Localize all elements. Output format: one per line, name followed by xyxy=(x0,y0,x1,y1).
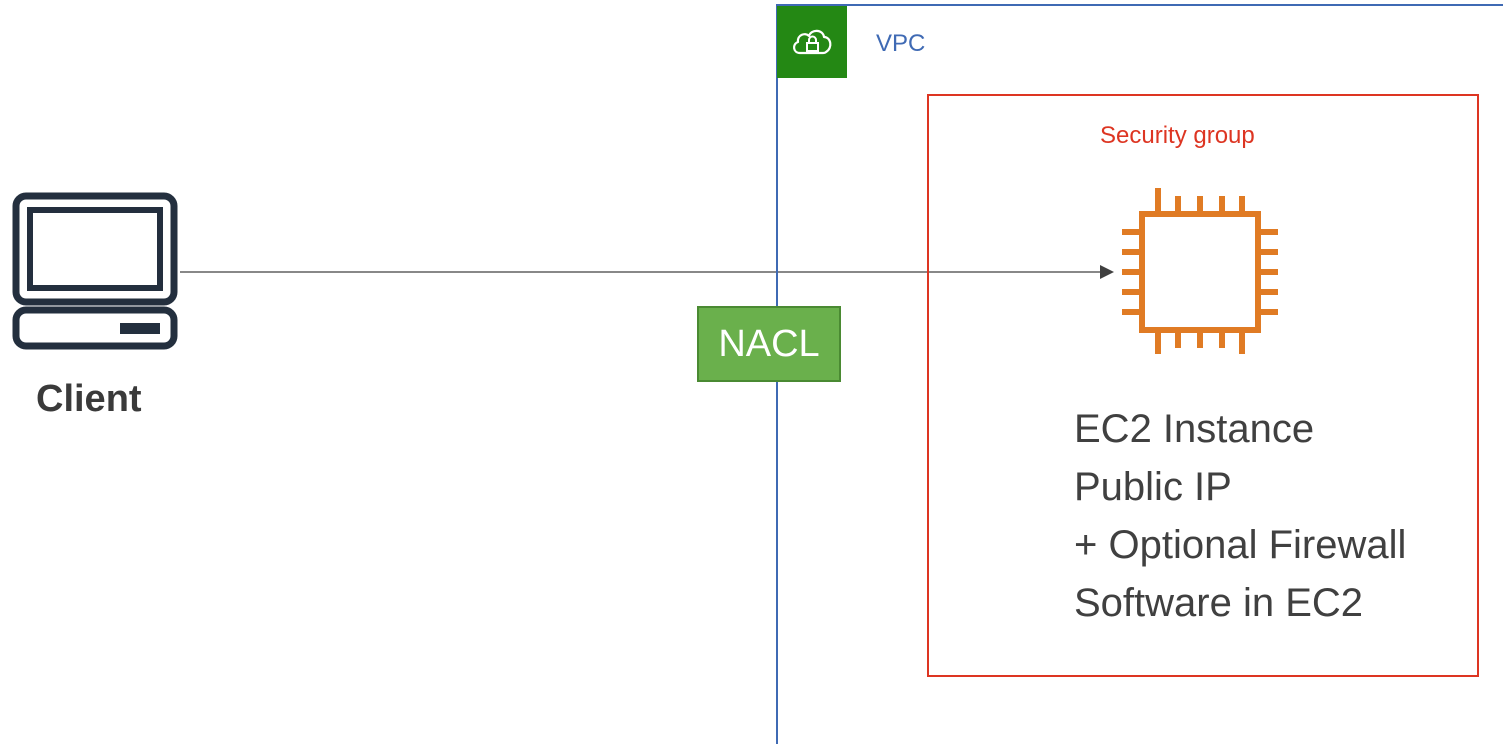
security-group-label: Security group xyxy=(1100,122,1255,149)
nacl-label: NACL xyxy=(718,322,820,365)
ec2-chip-icon xyxy=(1122,188,1278,354)
laptop-icon xyxy=(12,192,178,350)
ec2-line-2: Public IP xyxy=(1074,465,1232,509)
ec2-line-4: Software in EC2 xyxy=(1074,581,1364,625)
ec2-description: EC2 Instance Public IP + Optional Firewa… xyxy=(1074,400,1406,632)
security-group-boundary xyxy=(927,94,1479,677)
vpc-badge xyxy=(777,6,847,78)
vpc-cloud-lock-icon xyxy=(793,29,832,55)
ec2-line-3: + Optional Firewall xyxy=(1074,523,1407,567)
vpc-label: VPC xyxy=(876,30,926,57)
nacl-box: NACL xyxy=(697,306,841,382)
client-label: Client xyxy=(36,378,142,420)
ec2-line-1: EC2 Instance xyxy=(1074,407,1315,451)
